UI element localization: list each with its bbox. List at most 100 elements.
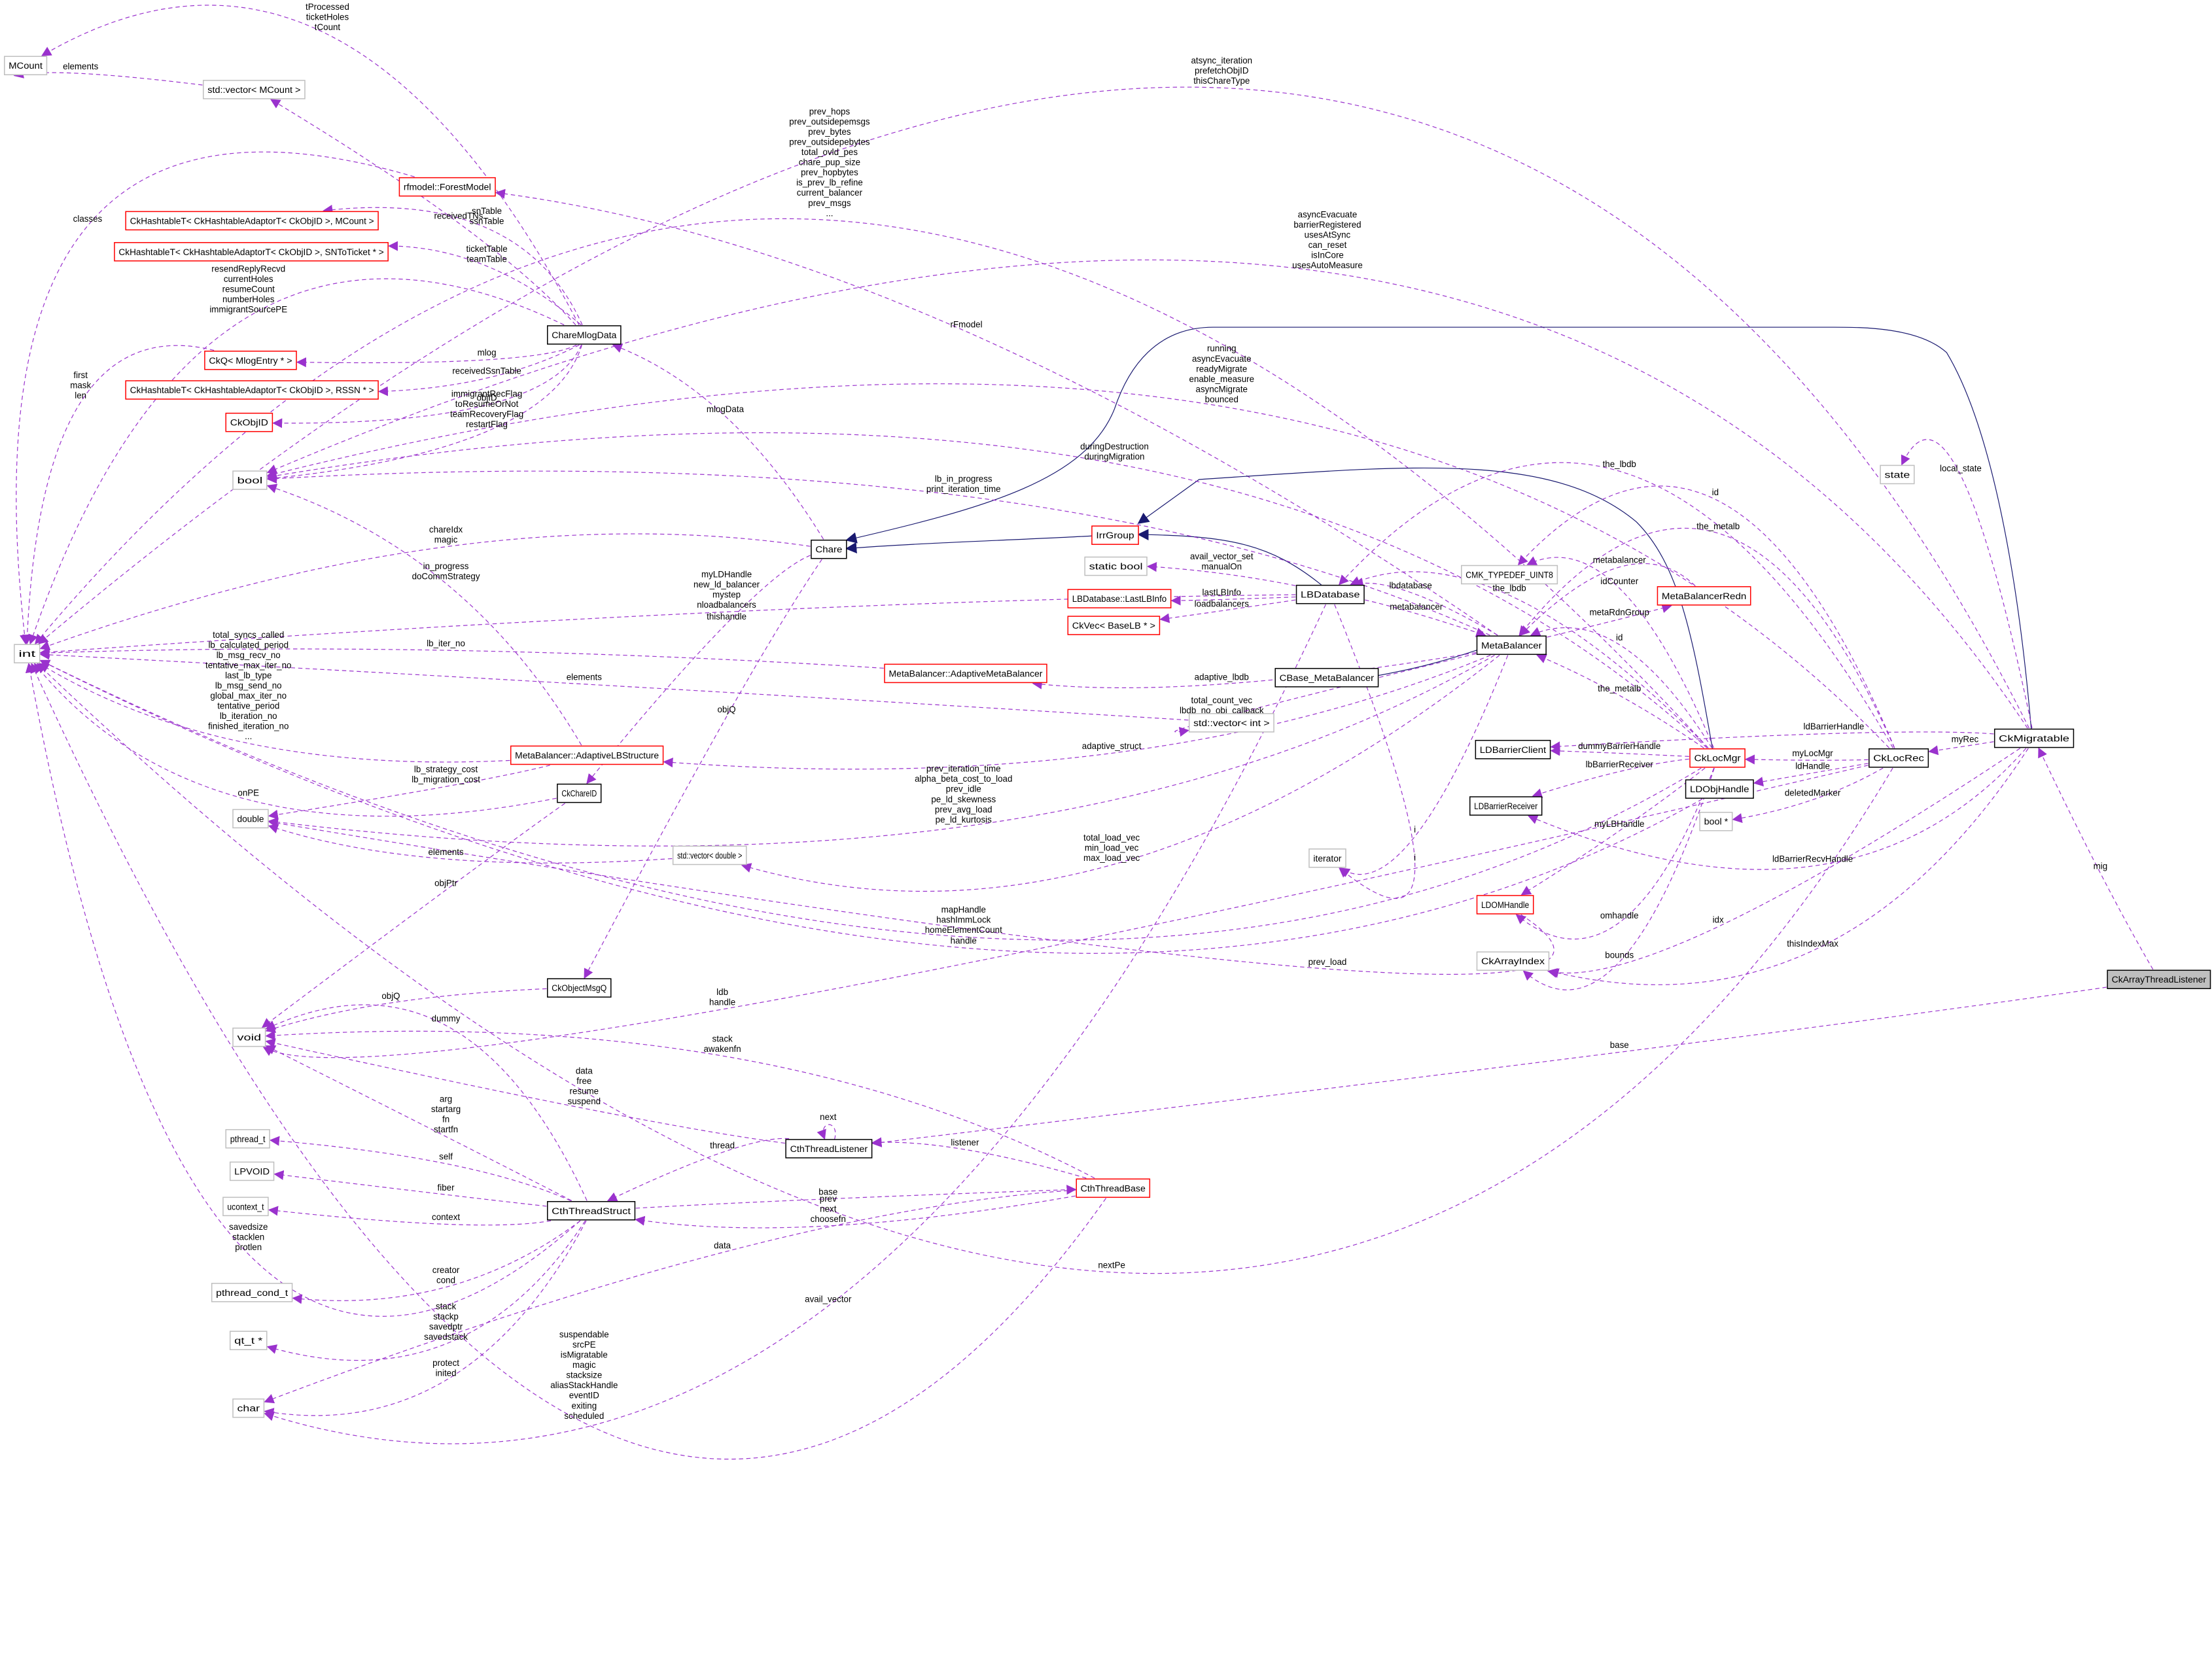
edge-label: savedptr — [429, 1322, 463, 1332]
edge-label: i — [1414, 853, 1416, 863]
class-node-CkQ[interactable]: CkQ< MlogEntry * > — [204, 351, 297, 370]
class-node-CkLocMgr[interactable]: CkLocMgr — [1689, 748, 1746, 768]
edge-label: tentative_max_iter_no — [205, 660, 291, 670]
class-box — [398, 177, 496, 197]
usage-edge-MetaBalancer-to-iterator — [1339, 655, 1509, 877]
class-name: CkLocRec — [1873, 754, 1924, 763]
class-name: static bool — [1089, 562, 1143, 572]
class-box — [225, 1129, 270, 1149]
class-name: ucontext_t — [227, 1202, 264, 1212]
class-name: int — [18, 649, 35, 659]
class-name: CBase_MetaBalancer — [1280, 673, 1375, 683]
edge-label: stack — [712, 1034, 733, 1043]
usage-edge-MetaBalancer-to-ForestModel — [495, 188, 1498, 636]
edge-label: data — [576, 1066, 593, 1075]
edge-label: total_syncs_called — [213, 630, 284, 640]
edge-label: resumeCount — [222, 285, 275, 294]
edge-label: asyncMigrate — [1196, 384, 1248, 394]
class-box — [202, 80, 306, 99]
usage-edge-LBDatabase-to-staticbool — [1146, 562, 1296, 586]
edge-label: local_state — [1940, 463, 1982, 473]
class-node-CthThreadBase[interactable]: CthThreadBase — [1076, 1178, 1151, 1198]
class-node-AdaptiveLBStructure[interactable]: MetaBalancer::AdaptiveLBStructure — [510, 745, 664, 765]
edge-label: isInCore — [1311, 251, 1344, 260]
class-node-CkChareID[interactable]: CkChareID — [557, 783, 602, 803]
usage-edge-MetaBalancer-to-vecInt — [1174, 653, 1477, 737]
class-box — [547, 1201, 636, 1221]
class-node-MetaBalancer[interactable]: MetaBalancer — [1476, 635, 1547, 655]
class-node-iterator[interactable]: iterator — [1308, 848, 1346, 868]
class-node-int[interactable]: int — [14, 644, 41, 664]
class-box — [14, 644, 41, 664]
class-node-ForestModel[interactable]: rfmodel::ForestModel — [398, 177, 496, 197]
class-node-HashSNT[interactable]: CkHashtableT< CkHashtableAdaptorT< CkObj… — [114, 242, 389, 262]
usage-edge-Chare-to-int — [39, 533, 811, 651]
class-node-LDBarrierClient[interactable]: LDBarrierClient — [1475, 740, 1551, 759]
edge-label: in_progress — [423, 561, 469, 571]
class-node-LastLBInfo[interactable]: LBDatabase::LastLBInfo — [1067, 589, 1172, 608]
class-node-CkObjectMsgQ[interactable]: CkObjectMsgQ — [547, 978, 612, 998]
class-node-LDBarrierReceiver[interactable]: LDBarrierReceiver — [1469, 796, 1543, 816]
class-node-staticbool[interactable]: static bool — [1084, 556, 1148, 576]
edge-label: i — [1414, 824, 1416, 834]
class-node-pthread_t[interactable]: pthread_t — [225, 1129, 270, 1149]
class-node-LDObjHandle[interactable]: LDObjHandle — [1685, 779, 1754, 799]
edge-label: manualOn — [1201, 562, 1242, 572]
class-node-void[interactable]: void — [232, 1027, 266, 1047]
edge-label: running — [1207, 343, 1237, 353]
class-box — [1308, 848, 1346, 868]
class-node-ChareMlogData[interactable]: ChareMlogData — [547, 325, 622, 345]
class-node-MetaBalancerRedn[interactable]: MetaBalancerRedn — [1657, 586, 1751, 606]
class-node-Chare[interactable]: Chare — [811, 539, 847, 559]
edge-label: current_balancer — [797, 188, 863, 198]
class-node-vecDouble[interactable]: std::vector< double > — [672, 845, 747, 865]
class-node-CkLocRec[interactable]: CkLocRec — [1869, 748, 1929, 768]
class-node-CBase[interactable]: CBase_MetaBalancer — [1274, 668, 1379, 688]
class-node-vecInt[interactable]: std::vector< int > — [1188, 713, 1274, 733]
class-node-qt_t[interactable]: qt_t * — [229, 1331, 268, 1350]
class-node-IrrGroup[interactable]: IrrGroup — [1091, 525, 1139, 545]
edge-label: idCounter — [1600, 576, 1638, 586]
class-node-CkArrayIndex[interactable]: CkArrayIndex — [1476, 951, 1550, 971]
usage-edge-CthThreadBase-to-int — [30, 663, 1106, 1460]
class-node-HashMCount[interactable]: CkHashtableT< CkHashtableAdaptorT< CkObj… — [125, 211, 379, 231]
class-node-LBDatabase[interactable]: LBDatabase — [1295, 584, 1365, 604]
class-node-CthThreadStruct[interactable]: CthThreadStruct — [547, 1201, 636, 1221]
class-node-AdaptiveMetaBalancer[interactable]: MetaBalancer::AdaptiveMetaBalancer — [884, 663, 1047, 684]
class-box — [672, 845, 747, 865]
edge-label: protlen — [235, 1242, 262, 1252]
class-node-bool[interactable]: bool — [232, 470, 268, 490]
class-node-CkArrayThreadListener[interactable]: CkArrayThreadListener — [2107, 969, 2211, 990]
usage-edge-CkLocRec-to-void — [262, 765, 1869, 1058]
class-node-pthread_cond_t[interactable]: pthread_cond_t — [211, 1283, 293, 1302]
class-node-state[interactable]: state — [1880, 464, 1915, 485]
usage-edge-ChareMlogData-to-HashMCount — [323, 205, 583, 325]
usage-edge-LBDatabase-to-int — [39, 594, 1296, 657]
class-node-boolptr[interactable]: bool * — [1699, 812, 1733, 831]
edge-label: ... — [826, 208, 833, 218]
class-node-ucontext_t[interactable]: ucontext_t — [222, 1196, 269, 1217]
class-node-UINT8[interactable]: CMK_TYPEDEF_UINT8 — [1461, 565, 1558, 585]
class-node-CthThreadListener[interactable]: CthThreadListener — [785, 1139, 873, 1159]
class-node-char[interactable]: char — [232, 1398, 265, 1418]
class-box — [1091, 525, 1139, 545]
class-node-MCount[interactable]: MCount — [4, 56, 48, 76]
class-node-double[interactable]: double — [232, 809, 269, 829]
edge-label: hashImmLock — [936, 915, 991, 924]
edge-label: startfn — [434, 1125, 458, 1134]
class-node-LDOMHandle[interactable]: LDOMHandle — [1476, 895, 1534, 915]
usage-edge-CkChareID-to-int — [33, 663, 557, 817]
class-node-CkVec[interactable]: CkVec< BaseLB * > — [1067, 616, 1161, 635]
class-node-HashRSSN[interactable]: CkHashtableT< CkHashtableAdaptorT< CkObj… — [125, 380, 379, 400]
class-node-vecMCount[interactable]: std::vector< MCount > — [202, 80, 306, 99]
edge-label: teamTable — [466, 254, 507, 264]
edge-label: lb_iteration_no — [220, 711, 277, 721]
class-node-CkMigratable[interactable]: CkMigratable — [1993, 728, 2075, 748]
usage-edge-CthThreadStruct-to-int — [25, 663, 581, 1317]
class-box — [232, 809, 269, 829]
usage-edge-CkMigratable-to-LDBarrierClient — [1550, 731, 1994, 752]
class-node-LPVOID[interactable]: LPVOID — [229, 1161, 275, 1181]
edge-label: inited — [436, 1369, 457, 1378]
class-box — [1880, 464, 1915, 485]
class-node-CkObjID[interactable]: CkObjID — [225, 412, 273, 432]
